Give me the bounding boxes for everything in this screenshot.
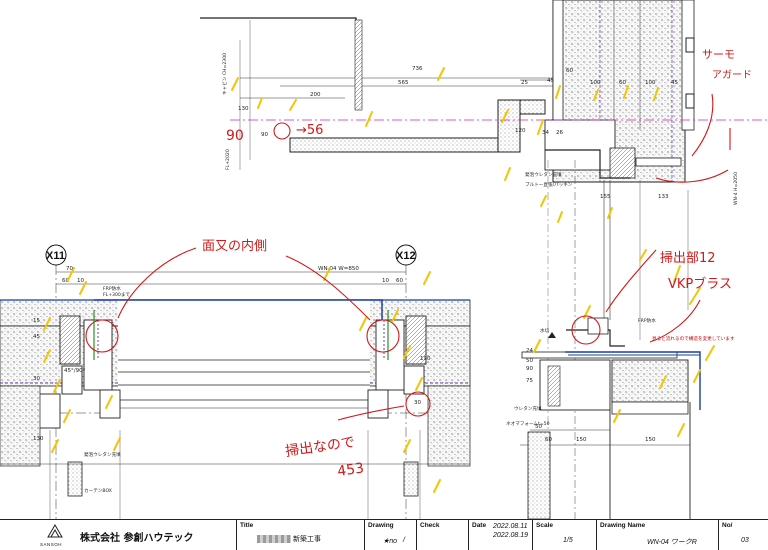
drawing-name-cell: Drawing Name WN-04 ワークR: [596, 520, 718, 550]
plan-dim-window-width: WN-04 W=850: [318, 266, 359, 272]
date-label: Date: [472, 522, 487, 529]
title-value-row: 新築工事: [257, 534, 321, 544]
sansoh-logo-icon: [47, 524, 63, 538]
dim-150b: 150: [645, 437, 656, 443]
hand-453: 453: [336, 460, 365, 480]
dim-60b: 60: [619, 80, 626, 86]
title-block: SANSOH 株式会社 参創ハウテック Title 新築工事 Drawing ★…: [0, 519, 768, 550]
section-ceiling-detail: 736 565 200 60 45 100 60 100 45 25 130 1…: [200, 0, 768, 519]
drawing-cell: Drawing ★no: [364, 520, 416, 550]
dim-45a: 45: [547, 78, 554, 84]
dim-150a: 150: [576, 437, 587, 443]
hand-protrude-2: 掃出なので: [284, 433, 356, 460]
dim-v24: 24: [526, 348, 533, 354]
hand-vkp: VKPブラス: [668, 276, 732, 292]
scale-value: 1/5: [563, 537, 573, 544]
date-1: 2022.08.11: [493, 523, 528, 530]
hand-56: →56: [296, 123, 323, 138]
check-label: Check: [420, 522, 440, 529]
plan-dim-130: 130: [33, 436, 44, 442]
dim-v90: 90: [526, 366, 533, 372]
dim-100b: 100: [645, 80, 656, 86]
dim-130: 130: [238, 106, 249, 112]
company-name: 株式会社 参創ハウテック: [80, 533, 194, 544]
note-window-height: WN-4 H=2050: [733, 172, 739, 205]
logo-text: SANSOH: [40, 542, 63, 547]
dim-100a: 100: [590, 80, 601, 86]
scale-cell: Scale 1/5: [532, 520, 596, 550]
plan-view: X11 X12 Y8 70 60 10 WN-04 W=850 10 60: [0, 244, 471, 519]
sheet-number-label: No/: [722, 522, 733, 529]
dim-133: 133: [658, 194, 669, 200]
plan-dim-190: 190: [420, 356, 431, 362]
note-ceiling-height: キャビン CH=2300: [221, 53, 228, 95]
hand-protrude: 掃出部12: [660, 250, 716, 266]
grid-x12: X12: [396, 250, 416, 262]
note-curtain-box: カーテンBOX: [84, 488, 112, 494]
dim-45b: 45: [671, 80, 678, 86]
plan-dim-30a: 30: [33, 376, 40, 382]
check-cell: Check /: [403, 520, 468, 550]
dim-v50: 50: [526, 358, 533, 364]
drawing-label: Drawing: [368, 522, 394, 529]
dim-90: 90: [261, 132, 268, 138]
highlighter-marks: [43, 67, 715, 493]
hand-90: 90: [226, 128, 244, 144]
dim-200: 200: [310, 92, 321, 98]
date-cell: Date 2022.08.11 2022.08.19: [468, 520, 532, 550]
section-sill-detail: 水切 FRP防水 見ると流れるので構造を変更しています ウレタン充填 ネオマフォ…: [506, 317, 735, 520]
company-logo: [46, 523, 64, 539]
note-fl-300: FL+300まで: [103, 292, 130, 298]
handwritten-annotations: [85, 93, 731, 421]
title-value: 新築工事: [293, 536, 321, 543]
dim-v75: 75: [526, 378, 533, 384]
dim-565: 565: [398, 80, 409, 86]
plan-dim-right-10: 10: [382, 278, 389, 284]
sheet-number-cell: No/ 03: [718, 520, 768, 550]
note-frp-plan: FRP防水: [103, 285, 121, 292]
grid-x11: X11: [46, 250, 65, 262]
note-gasket: ブルトー直張/パッキン: [525, 181, 573, 188]
dim-50: 50: [535, 424, 542, 430]
plan-dim-right-60: 60: [396, 278, 403, 284]
plan-dim-70: 70: [66, 266, 73, 272]
hand-thermo: サーモ: [702, 48, 735, 61]
title-label: Title: [240, 522, 254, 529]
dim-60-sill: 60: [545, 437, 552, 443]
drawing-value: ★no: [383, 538, 398, 545]
dim-120: 120: [515, 128, 526, 134]
note-neoma-foam: ネオマフォームt=50: [506, 421, 550, 427]
plan-dim-30b: 30: [414, 400, 421, 406]
drawing-name-value: WN-04 ワークR: [647, 539, 697, 546]
note-urethane-top: 発泡ウレタン充填: [525, 171, 562, 178]
scale-label: Scale: [536, 522, 553, 529]
check-value: /: [403, 537, 405, 544]
note-urethane-plan: 発泡ウレタン充填: [84, 451, 121, 458]
redacted-name: [257, 535, 291, 544]
plan-dim-15: 15: [33, 318, 40, 324]
dim-60: 60: [566, 68, 573, 74]
dim-25: 25: [521, 80, 528, 86]
plan-dim-45-90: 45°/90°: [64, 368, 86, 374]
dim-155: 155: [600, 194, 611, 200]
note-urethane-sill: ウレタン充填: [514, 405, 542, 412]
drawing-name-label: Drawing Name: [600, 522, 646, 529]
plan-dim-10: 10: [77, 278, 84, 284]
note-frp-sill: FRP防水: [638, 317, 656, 324]
hand-inner: 面又の内側: [202, 238, 267, 254]
note-fl-height: FL+2020: [225, 149, 231, 170]
title-cell: Title 新築工事: [236, 520, 364, 550]
plan-dim-60: 60: [62, 278, 69, 284]
date-2: 2022.08.19: [493, 532, 529, 539]
note-structure-change: 見ると流れるので構造を変更しています: [652, 335, 735, 342]
dim-26: 26: [556, 130, 563, 136]
hand-thermo-2: アガード: [712, 69, 752, 81]
note-water-cut: 水切: [540, 327, 550, 334]
plan-dim-45: 45: [33, 334, 40, 340]
dim-736: 736: [412, 66, 423, 72]
dim-34: 34: [542, 130, 549, 136]
sheet-number-value: 03: [741, 537, 749, 544]
